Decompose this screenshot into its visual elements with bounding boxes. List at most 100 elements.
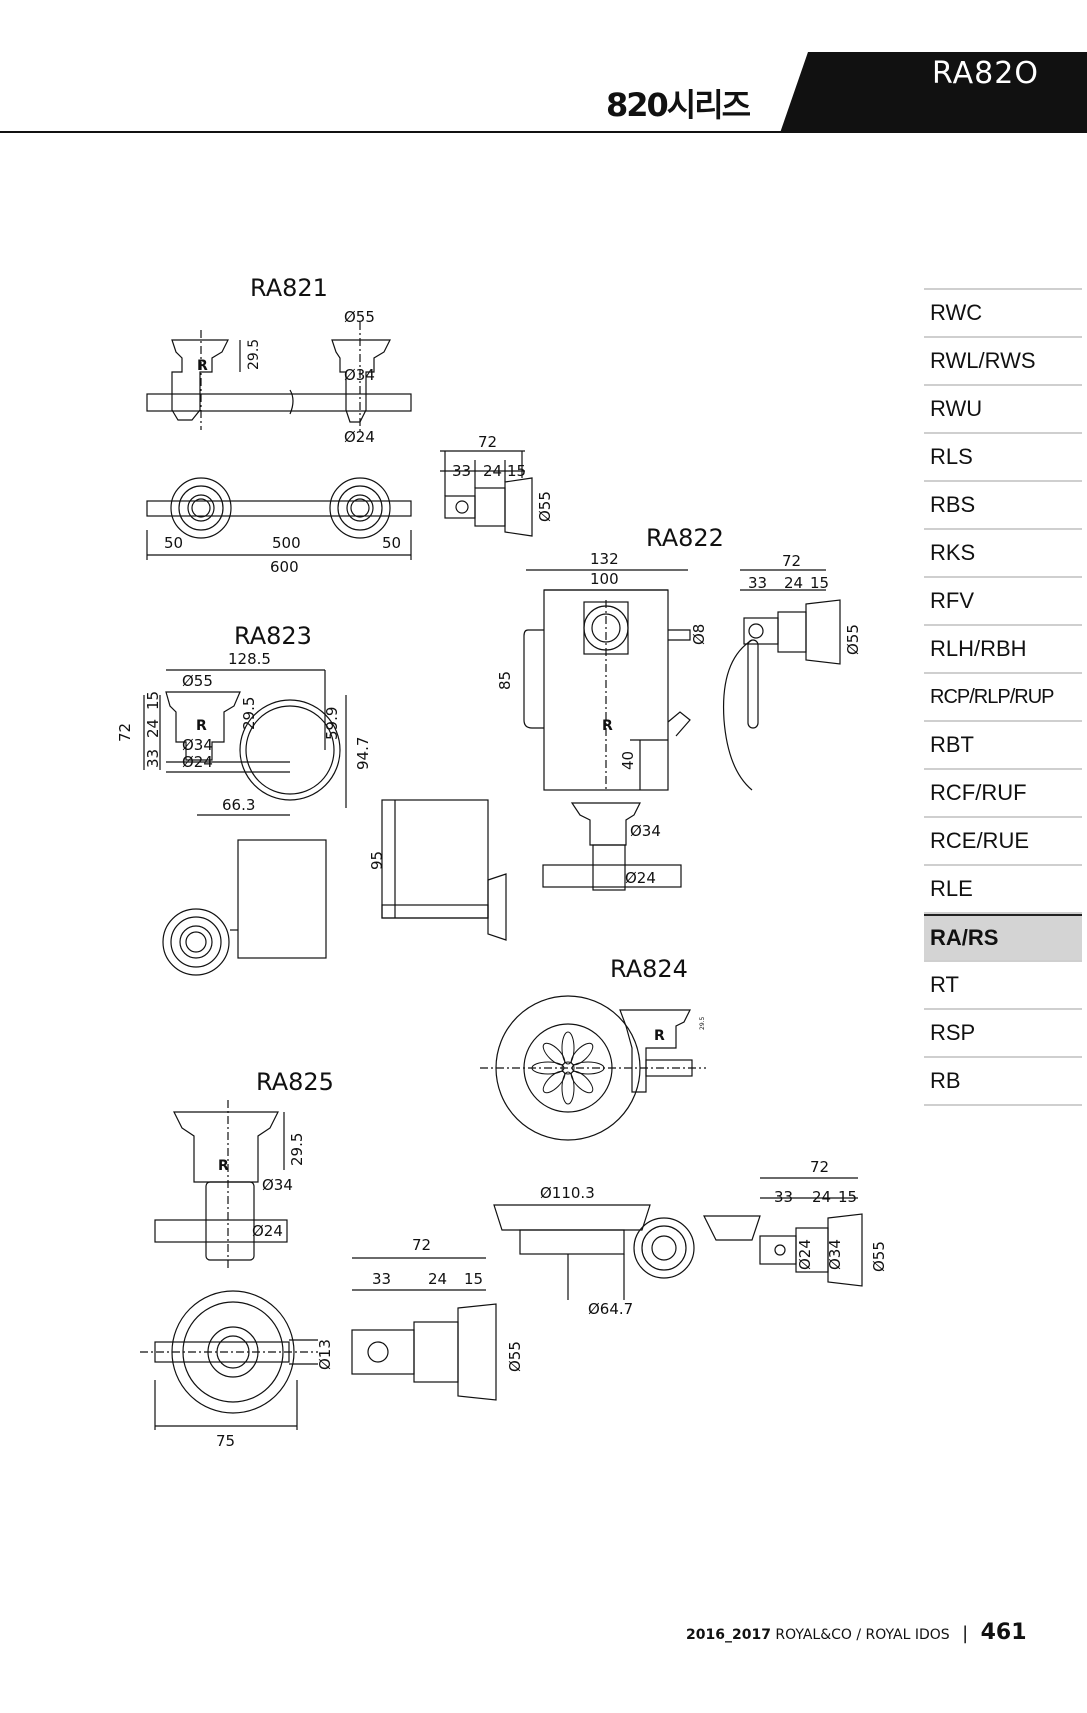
sidebar-item-rce-rue[interactable]: RCE/RUE [924,818,1082,866]
ra821-d24: Ø24 [344,428,375,446]
ra823-title: RA823 [234,622,312,650]
sidebar-item-label: RB [930,1068,961,1093]
sidebar-item-ra-rs[interactable]: RA/RS [924,914,1082,962]
ra822-w132: 132 [590,550,619,568]
ra822-d8: Ø8 [690,624,708,645]
ra822-h40: 40 [619,751,637,770]
sidebar-item-label: RWC [930,300,983,325]
ra824-d647: Ø64.7 [588,1300,633,1318]
ra823-d55: Ø55 [182,672,213,690]
sidebar-item-label: RCP/RLP/RUP [930,685,1054,708]
model-code: RA82O [932,56,1039,91]
sidebar-item-rt[interactable]: RT [924,962,1082,1010]
sidebar-item-rb[interactable]: RB [924,1058,1082,1106]
svg-text:R: R [197,358,208,374]
page-number: 461 [980,1620,1027,1645]
series-title: 820시리즈 [606,86,751,124]
ra823-drawing: RA823 128.5 Ø55 72 24 15 33 29.5 59.9 94… [116,622,507,976]
ra825-side-d55: Ø55 [506,1341,524,1372]
sidebar-item-rlh-rbh[interactable]: RLH/RBH [924,626,1082,674]
ra822-title: RA822 [646,524,724,552]
sidebar-item-rls[interactable]: RLS [924,434,1082,482]
sidebar-item-label: RWL/RWS [930,348,1036,373]
model-banner [780,52,1087,133]
ra823-d34: Ø34 [182,736,213,754]
sidebar-item-label: RLH/RBH [930,636,1027,661]
sidebar-item-rsp[interactable]: RSP [924,1010,1082,1058]
sidebar-item-label: RA/RS [930,925,999,950]
ra821-side-72: 72 [478,433,497,451]
svg-text:R: R [602,718,613,734]
sidebar-item-rks[interactable]: RKS [924,530,1082,578]
ra822-drawing: RA822 132 100 85 40 Ø8 R Ø34 Ø24 72 33 2… [496,524,862,891]
sidebar-item-rle[interactable]: RLE [924,866,1082,914]
sidebar-item-label: RBT [930,732,974,757]
sidebar-item-rfv[interactable]: RFV [924,578,1082,626]
ra824-side-24: 24 [812,1188,831,1206]
ra821-d55: Ø55 [344,308,375,326]
sidebar-item-rcp-rlp-rup[interactable]: RCP/RLP/RUP [924,674,1082,722]
svg-text:R: R [218,1158,229,1174]
sidebar-item-rwu[interactable]: RWU [924,386,1082,434]
ra821-w600: 600 [270,558,299,576]
sidebar-item-label: RWU [930,396,983,421]
ra825-side-72: 72 [412,1236,431,1254]
sidebar-item-label: RLS [930,444,973,469]
sidebar-item-rwc[interactable]: RWC [924,290,1082,338]
sidebar-item-label: RKS [930,540,976,565]
sidebar-item-label: RBS [930,492,976,517]
sidebar-item-label: RCE/RUE [930,828,1030,853]
ra821-d34: Ø34 [344,366,375,384]
ra821-side-15: 15 [507,462,526,480]
ra825-w75: 75 [216,1432,235,1450]
ra822-h85: 85 [496,671,514,690]
ra824-title: RA824 [610,955,688,983]
technical-drawing: RA821 R 29.5 Ø55 Ø34 Ø24 50 500 50 600 7… [116,274,888,1450]
footer-years: 2016_2017 [686,1627,771,1643]
ra825-side-15: 15 [464,1270,483,1288]
ra822-side-33: 33 [748,574,767,592]
sidebar-item-label: RSP [930,1020,976,1045]
ra821-w50a: 50 [164,534,183,552]
ra824-side-72: 72 [810,1158,829,1176]
ra821-w50b: 50 [382,534,401,552]
ra821-side-d55: Ø55 [536,491,554,522]
ra823-h33: 33 [144,749,162,768]
ra824-side-15: 15 [838,1188,857,1206]
page-footer: 2016_2017 ROYAL&CO / ROYAL IDOS | 461 [686,1620,1027,1645]
ra825-side-24: 24 [428,1270,447,1288]
sidebar-item-rcf-ruf[interactable]: RCF/RUF [924,770,1082,818]
ra825-drawing: RA825 R 29.5 Ø34 Ø24 Ø13 75 72 33 24 15 … [140,1068,524,1450]
ra822-d24: Ø24 [625,869,656,887]
header-rule [0,131,1087,133]
ra821-w500: 500 [272,534,301,552]
sidebar-item-rbs[interactable]: RBS [924,482,1082,530]
sidebar-item-rwl-rws[interactable]: RWL/RWS [924,338,1082,386]
ra822-d34: Ø34 [630,822,661,840]
sidebar-item-rbt[interactable]: RBT [924,722,1082,770]
ra825-d24: Ø24 [252,1222,283,1240]
ra821-side-33: 33 [452,462,471,480]
ra823-h295: 29.5 [240,697,258,730]
sidebar-item-label: RT [930,972,959,997]
ra825-d13: Ø13 [316,1339,334,1370]
ra825-title: RA825 [256,1068,334,1096]
footer-brand: ROYAL&CO / ROYAL IDOS [775,1627,950,1643]
ra821-side-24: 24 [483,462,502,480]
ra823-h72: 72 [116,723,134,742]
ra824-drawing: RA824 R 29.5 Ø110.3 Ø64.7 72 33 24 15 [480,955,888,1318]
ra825-side-33: 33 [372,1270,391,1288]
sidebar-nav: RWC RWL/RWS RWU RLS RBS RKS RFV RLH/RBH … [924,288,1082,1106]
ra825-d34: Ø34 [262,1176,293,1194]
ra823-d24: Ø24 [182,753,213,771]
ra822-w100: 100 [590,570,619,588]
ra824-side-33: 33 [774,1188,793,1206]
ra823-h947: 94.7 [354,737,372,770]
ra823-w663: 66.3 [222,796,255,814]
ra823-w1285: 128.5 [228,650,271,668]
svg-text:R: R [196,718,207,734]
ra823-h95: 95 [368,851,386,870]
ra825-h295: 29.5 [288,1133,306,1166]
sidebar-item-label: RFV [930,588,974,613]
ra824-tiny: 29.5 [699,1016,706,1030]
